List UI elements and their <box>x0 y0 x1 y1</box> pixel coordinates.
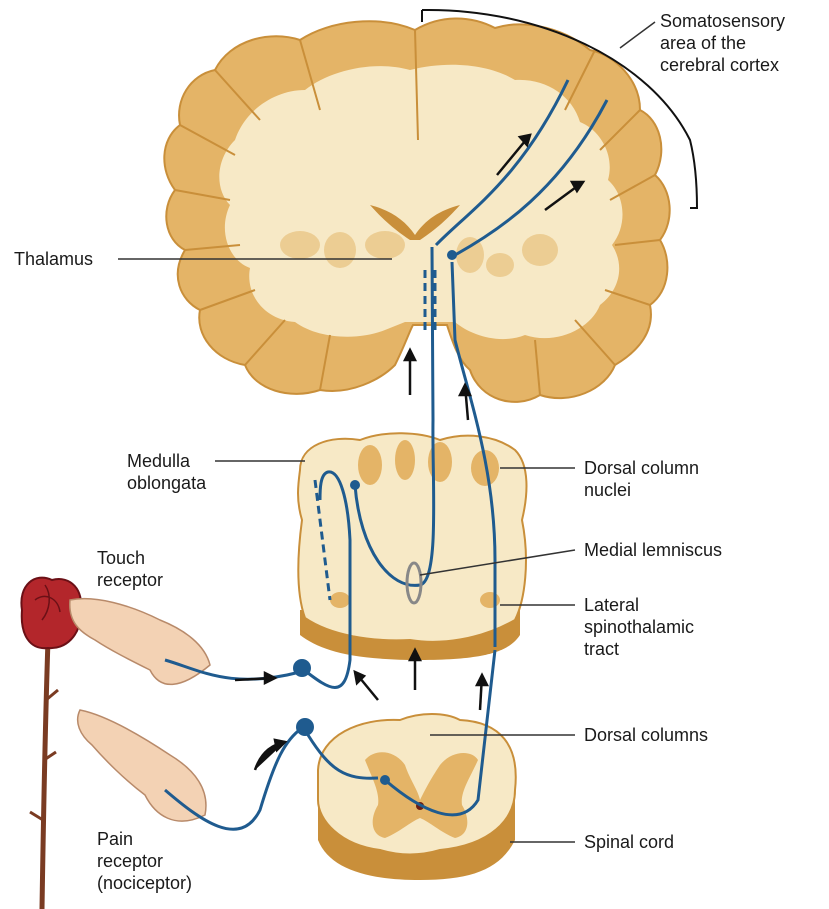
label-dorsal-columns: Dorsal columns <box>584 724 708 746</box>
medulla-section <box>298 433 526 660</box>
label-thalamus: Thalamus <box>14 248 93 270</box>
label-somatosensory-area: Somatosensory area of the cerebral corte… <box>660 10 785 76</box>
rose-stem <box>42 640 48 909</box>
label-lateral-spinothalamic-tract: Lateral spinothalamic tract <box>584 594 694 660</box>
brain-white-matter <box>219 65 622 339</box>
label-touch-receptor: Touch receptor <box>97 547 163 591</box>
touch-hand-shape <box>70 599 210 685</box>
pain-hand <box>78 710 206 821</box>
label-medial-lemniscus: Medial lemniscus <box>584 539 722 561</box>
label-spinal-cord: Spinal cord <box>584 831 674 853</box>
label-dorsal-column-nuclei: Dorsal column nuclei <box>584 457 699 501</box>
touch-hand <box>70 599 210 685</box>
pain-hand-shape <box>78 710 206 821</box>
rose-illustration <box>21 578 81 909</box>
leader-somatosensory <box>620 22 655 48</box>
label-pain-receptor: Pain receptor (nociceptor) <box>97 828 192 894</box>
brain-section <box>164 10 697 402</box>
label-medulla-oblongata: Medulla oblongata <box>127 450 206 494</box>
